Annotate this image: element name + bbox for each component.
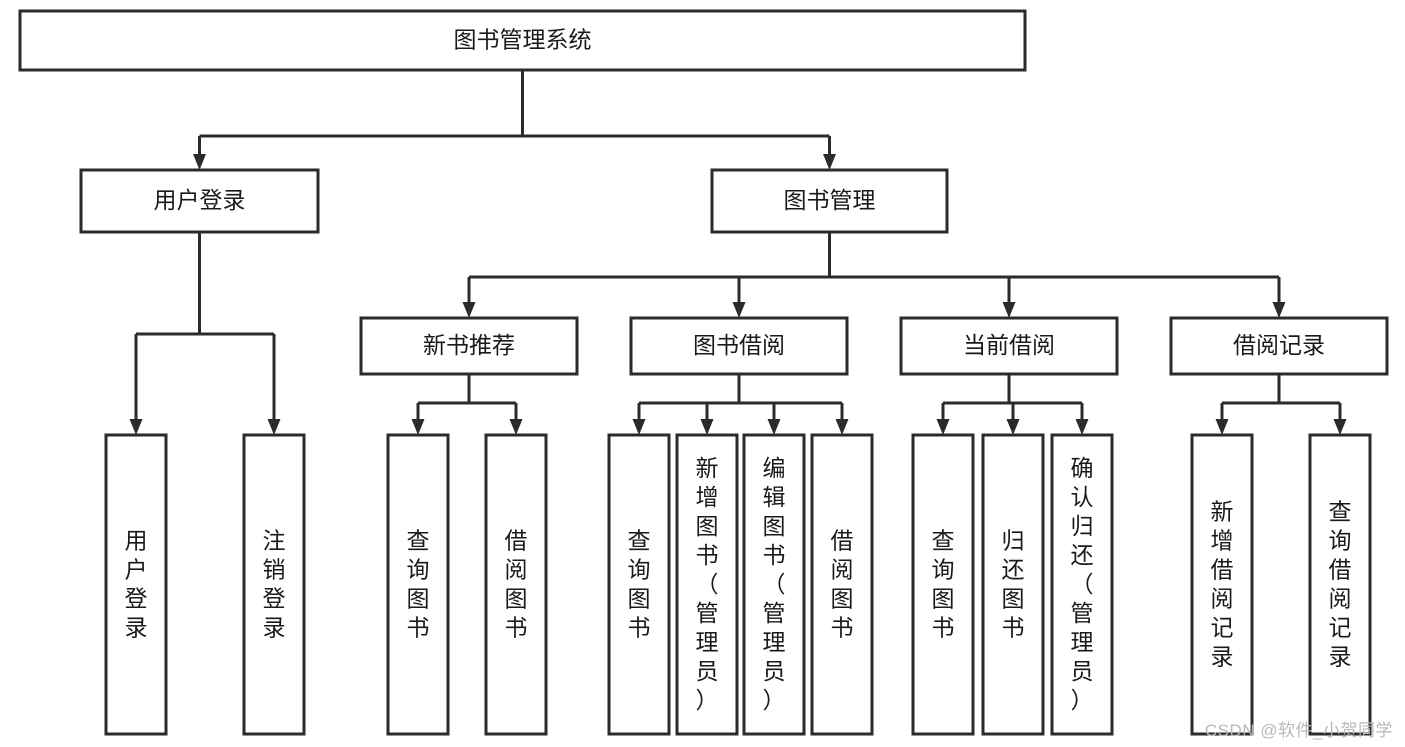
node-leaf-3-label: 查询图书 [407, 528, 430, 641]
node-leaf-11-label: 确认归还（管理员） [1071, 455, 1094, 713]
node-leaf-4-shape [484, 433, 548, 736]
edge-group-book-management [462, 232, 1286, 318]
node-root-system-label: 图书管理系统 [454, 27, 592, 53]
node-level3-2[interactable]: 图书借阅 [629, 316, 849, 376]
arrow-head-icon [1006, 419, 1020, 435]
edges-layer [129, 70, 1347, 435]
edge-group-4 [1215, 374, 1347, 435]
node-leaf-1-shape [104, 433, 168, 736]
node-leaf-10-label: 归还图书 [1002, 528, 1025, 641]
node-leaf-13-label: 查询借阅记录 [1329, 499, 1352, 670]
node-level3-1[interactable]: 新书推荐 [359, 316, 579, 376]
node-leaf-6[interactable]: 新增图书（管理员） [675, 433, 739, 736]
edge-group-3 [936, 374, 1089, 435]
node-leaf-5-shape [607, 433, 671, 736]
edge-group-1 [411, 374, 523, 435]
arrow-head-icon [1215, 419, 1229, 435]
node-level3-3-label: 当前借阅 [963, 332, 1055, 358]
node-leaf-7[interactable]: 编辑图书（管理员） [742, 433, 806, 736]
node-level3-3[interactable]: 当前借阅 [899, 316, 1119, 376]
node-leaf-8-shape [810, 433, 874, 736]
node-leaf-9[interactable]: 查询图书 [911, 433, 975, 736]
arrow-head-icon [1075, 419, 1089, 435]
node-leaf-4[interactable]: 借阅图书 [484, 433, 548, 736]
node-leaf-1-label: 用户登录 [125, 528, 148, 641]
arrow-head-icon [1333, 419, 1347, 435]
node-user-login[interactable]: 用户登录 [79, 168, 320, 234]
edge-group-root [193, 70, 836, 170]
edge-group-2 [632, 374, 849, 435]
node-level3-2-label: 图书借阅 [693, 332, 785, 358]
arrow-head-icon [767, 419, 781, 435]
node-leaf-5[interactable]: 查询图书 [607, 433, 671, 736]
node-leaf-10-shape [981, 433, 1045, 736]
arrow-head-icon [632, 419, 646, 435]
node-leaf-12-label: 新增借阅记录 [1211, 499, 1234, 670]
node-level3-2-shape [629, 316, 849, 376]
arrow-head-icon [732, 302, 746, 318]
arrow-head-icon [823, 154, 836, 170]
node-leaf-12[interactable]: 新增借阅记录 [1190, 433, 1254, 736]
node-leaf-7-shape [742, 433, 806, 736]
node-user-login-shape [79, 168, 320, 234]
node-level3-4-label: 借阅记录 [1233, 332, 1325, 358]
node-leaf-3[interactable]: 查询图书 [386, 433, 450, 736]
node-leaf-9-shape [911, 433, 975, 736]
edge-group-user-login [129, 232, 281, 435]
node-leaf-8[interactable]: 借阅图书 [810, 433, 874, 736]
arrow-head-icon [462, 302, 476, 318]
node-level3-3-shape [899, 316, 1119, 376]
node-leaf-13-shape [1308, 433, 1372, 736]
node-level3-4-shape [1169, 316, 1389, 376]
node-level3-4[interactable]: 借阅记录 [1169, 316, 1389, 376]
node-level3-1-shape [359, 316, 579, 376]
node-leaf-9-label: 查询图书 [932, 528, 955, 641]
node-book-management-shape [710, 168, 949, 234]
node-book-management-label: 图书管理 [784, 187, 876, 213]
node-leaf-4-label: 借阅图书 [505, 528, 528, 641]
arrow-head-icon [700, 419, 714, 435]
node-root-system[interactable]: 图书管理系统 [18, 9, 1027, 72]
node-book-management[interactable]: 图书管理 [710, 168, 949, 234]
node-leaf-6-label: 新增图书（管理员） [696, 455, 719, 713]
node-leaf-6-shape [675, 433, 739, 736]
node-leaf-11-shape [1050, 433, 1114, 736]
arrow-head-icon [1272, 302, 1286, 318]
node-leaf-2-shape [242, 433, 306, 736]
node-leaf-5-label: 查询图书 [628, 528, 651, 641]
node-root-system-shape [18, 9, 1027, 72]
node-leaf-10[interactable]: 归还图书 [981, 433, 1045, 736]
arrow-head-icon [129, 419, 143, 435]
node-leaf-3-shape [386, 433, 450, 736]
node-leaf-1[interactable]: 用户登录 [104, 433, 168, 736]
arrow-head-icon [267, 419, 281, 435]
arrow-head-icon [1002, 302, 1016, 318]
node-leaf-13[interactable]: 查询借阅记录 [1308, 433, 1372, 736]
arrow-head-icon [411, 419, 425, 435]
node-leaf-2[interactable]: 注销登录 [242, 433, 306, 736]
arrow-head-icon [936, 419, 950, 435]
node-leaf-12-shape [1190, 433, 1254, 736]
node-user-login-label: 用户登录 [154, 187, 246, 213]
nodes-layer: 图书管理系统用户登录图书管理新书推荐图书借阅当前借阅借阅记录用户登录注销登录查询… [18, 9, 1389, 736]
arrow-head-icon [835, 419, 849, 435]
node-leaf-2-label: 注销登录 [263, 528, 286, 641]
node-leaf-8-label: 借阅图书 [831, 528, 854, 641]
arrow-head-icon [193, 154, 206, 170]
node-level3-1-label: 新书推荐 [423, 332, 515, 358]
node-leaf-11[interactable]: 确认归还（管理员） [1050, 433, 1114, 736]
watermark-text: CSDN @软件_小贺同学 [1204, 721, 1393, 740]
arrow-head-icon [509, 419, 523, 435]
node-leaf-7-label: 编辑图书（管理员） [763, 455, 786, 713]
